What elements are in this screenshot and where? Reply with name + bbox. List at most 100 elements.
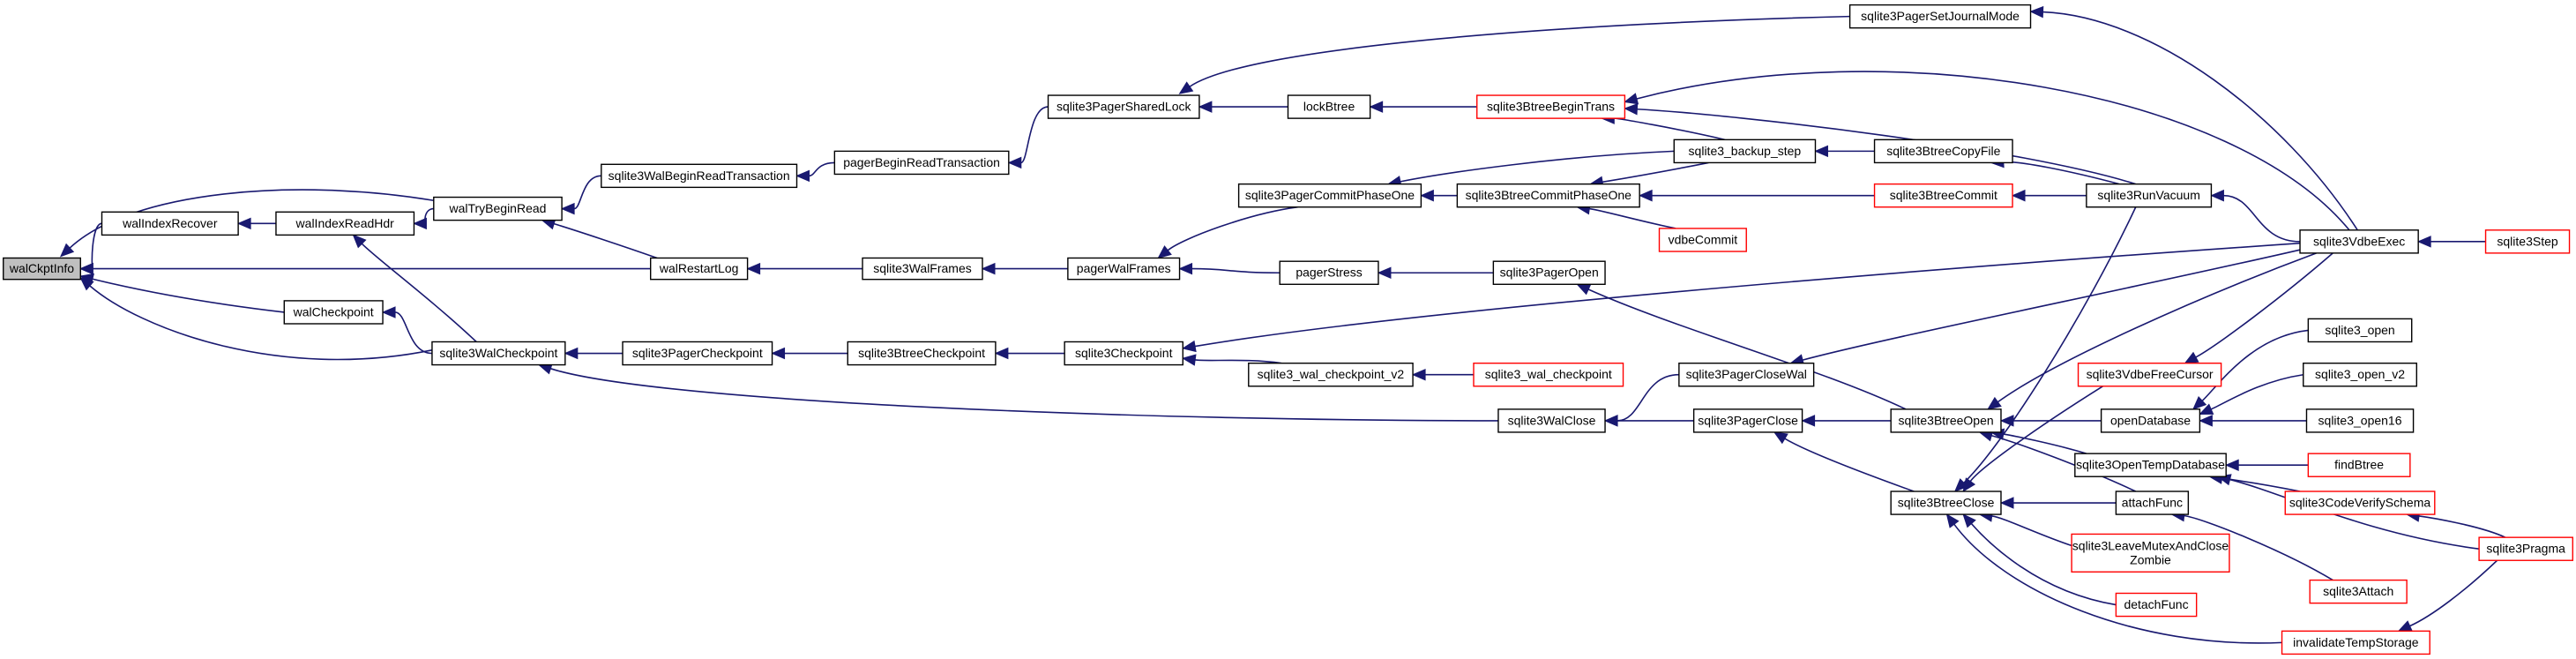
node-sqlite3OpenTempDatabase[interactable]: sqlite3OpenTempDatabase [2074,453,2227,477]
node-box [1848,4,2032,29]
node-walCkptInfo[interactable]: walCkptInfo [3,257,81,281]
edge-sqlite3VdbeExec-to-sqlite3Checkpoint-arrowhead [1182,340,1197,353]
node-label: sqlite3BtreeCheckpoint [858,346,985,360]
edge-sqlite3PagerSetJournalMode-to-sqlite3PagerSharedLock [1189,15,1850,87]
edge-sqlite3Step-to-sqlite3VdbeExec-arrowhead [2416,236,2431,248]
edge-walRestartLog-to-walCkptInfo-arrowhead [79,262,93,275]
node-box [2074,453,2227,477]
node-box [2305,408,2415,433]
node-walIndexReadHdr[interactable]: walIndexReadHdr [275,211,415,236]
edge-sqlite3_backup_step-to-sqlite3BtreeBeginTrans [1614,117,1726,141]
node-label: sqlite3WalBeginReadTransaction [609,168,790,183]
node-sqlite3BtreeCommit[interactable]: sqlite3BtreeCommit [1873,183,2013,208]
node-sqlite3Step[interactable]: sqlite3Step [2484,229,2571,254]
node-box [1492,260,1606,285]
node-detachFunc[interactable]: detachFunc [2115,592,2198,618]
node-label: sqlite3WalCheckpoint [439,346,557,360]
edge-sqlite3PagerClose-to-sqlite3WalClose-arrowhead [1603,415,1618,427]
node-sqlite3_wal_checkpoint_v2[interactable]: sqlite3_wal_checkpoint_v2 [1248,362,1414,387]
node-sqlite3BtreeClose[interactable]: sqlite3BtreeClose [1890,491,2002,515]
node-sqlite3WalBeginReadTransaction[interactable]: sqlite3WalBeginReadTransaction [601,163,798,189]
node-vdbeCommit[interactable]: vdbeCommit [1658,228,1747,252]
node-pagerBeginReadTransaction[interactable]: pagerBeginReadTransaction [833,150,1010,176]
edge-sqlite3WalCheckpoint-to-walCkptInfo-arrowhead [79,276,94,291]
edge-sqlite3BtreeCheckpoint-to-sqlite3PagerCheckpoint-arrowhead [771,347,786,360]
node-sqlite3PagerSetJournalMode[interactable]: sqlite3PagerSetJournalMode [1848,4,2032,29]
node-sqlite3PagerCheckpoint[interactable]: sqlite3PagerCheckpoint [622,341,773,366]
node-pagerStress[interactable]: pagerStress [1279,260,1379,285]
node-sqlite3PagerCloseWal[interactable]: sqlite3PagerCloseWal [1678,362,1815,387]
node-lockBtree[interactable]: lockBtree [1287,94,1371,119]
edge-sqlite3BtreeOpen-to-sqlite3PagerOpen [1587,288,1907,410]
node-sqlite3WalClose[interactable]: sqlite3WalClose [1497,408,1606,433]
edge-sqlite3VdbeFreeCursor-to-sqlite3BtreeClose-arrowhead [1962,477,1976,493]
node-sqlite3PagerCommitPhaseOne[interactable]: sqlite3PagerCommitPhaseOne [1237,183,1422,208]
node-walCheckpoint[interactable]: walCheckpoint [283,300,384,325]
node-sqlite3WalFrames[interactable]: sqlite3WalFrames [862,257,983,281]
edge-sqlite3BtreeClose-to-sqlite3PagerClose-arrowhead [1773,431,1788,445]
edge-sqlite3OpenTempDatabase-to-sqlite3BtreeOpen [2003,433,2087,454]
node-sqlite3Checkpoint[interactable]: sqlite3Checkpoint [1064,341,1183,366]
edge-detachFunc-to-sqlite3BtreeClose [1970,523,2117,606]
node-attachFunc[interactable]: attachFunc [2115,491,2190,515]
edge-sqlite3BtreeOpen-to-sqlite3PagerOpen-arrowhead [1576,283,1592,296]
node-label: detachFunc [2124,597,2188,611]
node-sqlite3Attach[interactable]: sqlite3Attach [2309,579,2408,604]
edge-walTryBeginRead-to-walCkptInfo [69,189,434,249]
edge-sqlite3RunVacuum-to-sqlite3BtreeCommit-arrowhead [2011,189,2026,202]
node-sqlite3VdbeFreeCursor[interactable]: sqlite3VdbeFreeCursor [2077,362,2222,387]
node-label: sqlite3Checkpoint [1075,346,1173,360]
edge-sqlite3Attach-to-attachFunc [2184,514,2333,581]
node-walRestartLog[interactable]: walRestartLog [650,257,749,281]
node-box [1873,183,2013,208]
node-label: pagerBeginReadTransaction [843,155,1000,169]
node-label: sqlite3PagerSetJournalMode [1861,9,2020,23]
node-sqlite3WalCheckpoint[interactable]: sqlite3WalCheckpoint [431,341,566,366]
node-sqlite3_wal_checkpoint[interactable]: sqlite3_wal_checkpoint [1473,362,1624,387]
node-sqlite3PagerOpen[interactable]: sqlite3PagerOpen [1492,260,1606,285]
node-sqlite3BtreeCheckpoint[interactable]: sqlite3BtreeCheckpoint [847,341,997,366]
edge-invalidateTempStorage-to-sqlite3BtreeClose-arrowhead [1945,513,1960,528]
node-sqlite3BtreeCommitPhaseOne[interactable]: sqlite3BtreeCommitPhaseOne [1456,183,1640,208]
node-label: sqlite3Attach [2323,584,2393,598]
node-box [2086,183,2213,208]
node-box [1473,362,1624,387]
edge-pagerStress-to-pagerWalFrames-arrowhead [1178,262,1193,275]
node-pagerWalFrames[interactable]: pagerWalFrames [1067,257,1181,281]
edge-sqlite3VdbeExec-to-sqlite3PagerCloseWal [1802,249,2301,361]
node-sqlite3Pragma[interactable]: sqlite3Pragma [2478,536,2573,561]
node-sqlite3BtreeCopyFile[interactable]: sqlite3BtreeCopyFile [1873,139,2013,164]
edge-sqlite3WalBeginReadTransaction-to-walTryBeginRead [573,175,601,210]
node-sqlite3_open_v2[interactable]: sqlite3_open_v2 [2303,362,2418,387]
node-findBtree[interactable]: findBtree [2307,453,2411,477]
node-sqlite3BtreeOpen[interactable]: sqlite3BtreeOpen [1890,408,2002,433]
node-sqlite3RunVacuum[interactable]: sqlite3RunVacuum [2086,183,2213,208]
edge-sqlite3BtreeOpen-to-sqlite3PagerClose-arrowhead [1801,415,1816,427]
node-label: pagerStress [1295,266,1362,280]
edge-sqlite3VdbeExec-to-sqlite3BtreeOpen [1997,252,2317,403]
edge-invalidateTempStorage-to-sqlite3BtreeClose [1953,523,2282,644]
node-box [1476,94,1626,119]
node-label: sqlite3WalClose [1508,413,1596,427]
node-sqlite3_open[interactable]: sqlite3_open [2307,318,2413,343]
node-walIndexRecover[interactable]: walIndexRecover [101,211,239,236]
node-walTryBeginRead[interactable]: walTryBeginRead [433,196,563,221]
node-box [1673,139,1817,164]
node-sqlite3_backup_step[interactable]: sqlite3_backup_step [1673,139,1817,164]
edge-pagerWalFrames-to-sqlite3WalFrames-arrowhead [981,262,996,275]
node-openDatabase[interactable]: openDatabase [2100,408,2201,433]
node-sqlite3PagerClose[interactable]: sqlite3PagerClose [1692,408,1803,433]
node-sqlite3CodeVerifySchema[interactable]: sqlite3CodeVerifySchema [2284,491,2436,515]
node-box [3,257,81,281]
edge-sqlite3_backup_step-to-sqlite3PagerCommitPhaseOne [1400,150,1675,183]
node-invalidateTempStorage[interactable]: invalidateTempStorage [2281,630,2430,655]
node-sqlite3PagerSharedLock[interactable]: sqlite3PagerSharedLock [1047,94,1200,119]
edge-sqlite3PagerCloseWal-to-sqlite3WalClose [1617,373,1679,422]
node-sqlite3_open16[interactable]: sqlite3_open16 [2305,408,2415,433]
edge-sqlite3WalFrames-to-walRestartLog-arrowhead [746,262,761,275]
node-sqlite3VdbeExec[interactable]: sqlite3VdbeExec [2299,229,2419,254]
node-sqlite3BtreeBeginTrans[interactable]: sqlite3BtreeBeginTrans [1476,94,1626,119]
edge-sqlite3_wal_checkpoint_v2-to-sqlite3Checkpoint-arrowhead [1182,354,1197,366]
edge-sqlite3VdbeExec-to-sqlite3BtreeBeginTrans-arrowhead [1624,93,1639,105]
